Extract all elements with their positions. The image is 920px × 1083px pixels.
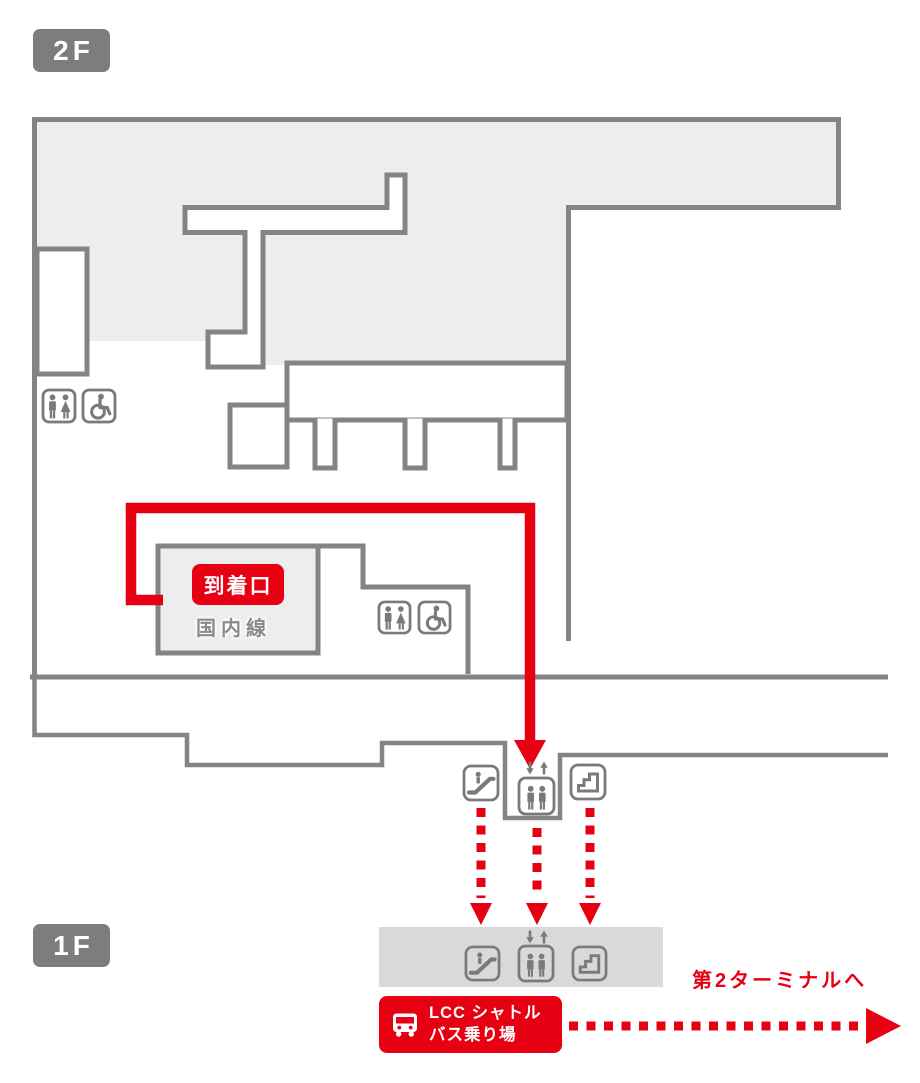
gate-band <box>284 360 570 423</box>
gate-pier-3 <box>497 418 518 471</box>
room-left <box>34 246 90 377</box>
elevator-icon <box>517 776 556 816</box>
lcc-line1: LCC シャトル <box>429 1004 542 1023</box>
escalator-icon <box>464 766 498 800</box>
gate-pier-2 <box>402 418 428 471</box>
route-line <box>125 502 536 742</box>
wheelchair-icon <box>417 600 452 635</box>
route-arrowhead <box>514 740 546 769</box>
lcc-shuttle-bus-stop-label: LCC シャトル バス乗り場 <box>379 996 562 1053</box>
lcc-line2: バス乗り場 <box>429 1025 517 1044</box>
stairs-icon <box>569 763 607 801</box>
toilet-icon <box>41 388 77 424</box>
wheelchair-icon <box>81 388 117 424</box>
gate-room <box>227 402 290 470</box>
domestic-line-label: 国内線 <box>196 618 271 640</box>
terminal-area-fill <box>37 122 836 397</box>
gate-pier-1 <box>312 418 338 471</box>
terminal2-arrowhead <box>866 1008 901 1044</box>
bus-icon <box>393 1013 417 1037</box>
lcc-shuttle-bus-stop-text: LCC シャトル バス乗り場 <box>429 1003 542 1046</box>
floor-badge-1f: 1F <box>33 924 110 967</box>
arrival-room-extension-wall <box>318 543 471 674</box>
lower-lobby-outline <box>32 679 888 821</box>
arrival-gate-label: 到着口 <box>192 564 284 605</box>
descent-arrowhead-stairs <box>579 903 601 925</box>
first-floor-band <box>379 927 663 987</box>
to-terminal2-label: 第2ターミナルへ <box>692 970 868 992</box>
floor-badge-2f: 2F <box>33 29 110 72</box>
toilet-icon <box>377 600 412 635</box>
descent-arrowhead-escalator <box>470 903 492 925</box>
elevator-updown-arrows-icon <box>524 761 550 775</box>
descent-arrowhead-elevator <box>526 903 548 925</box>
corridor-structure <box>182 172 408 370</box>
outer-wall <box>32 117 841 677</box>
